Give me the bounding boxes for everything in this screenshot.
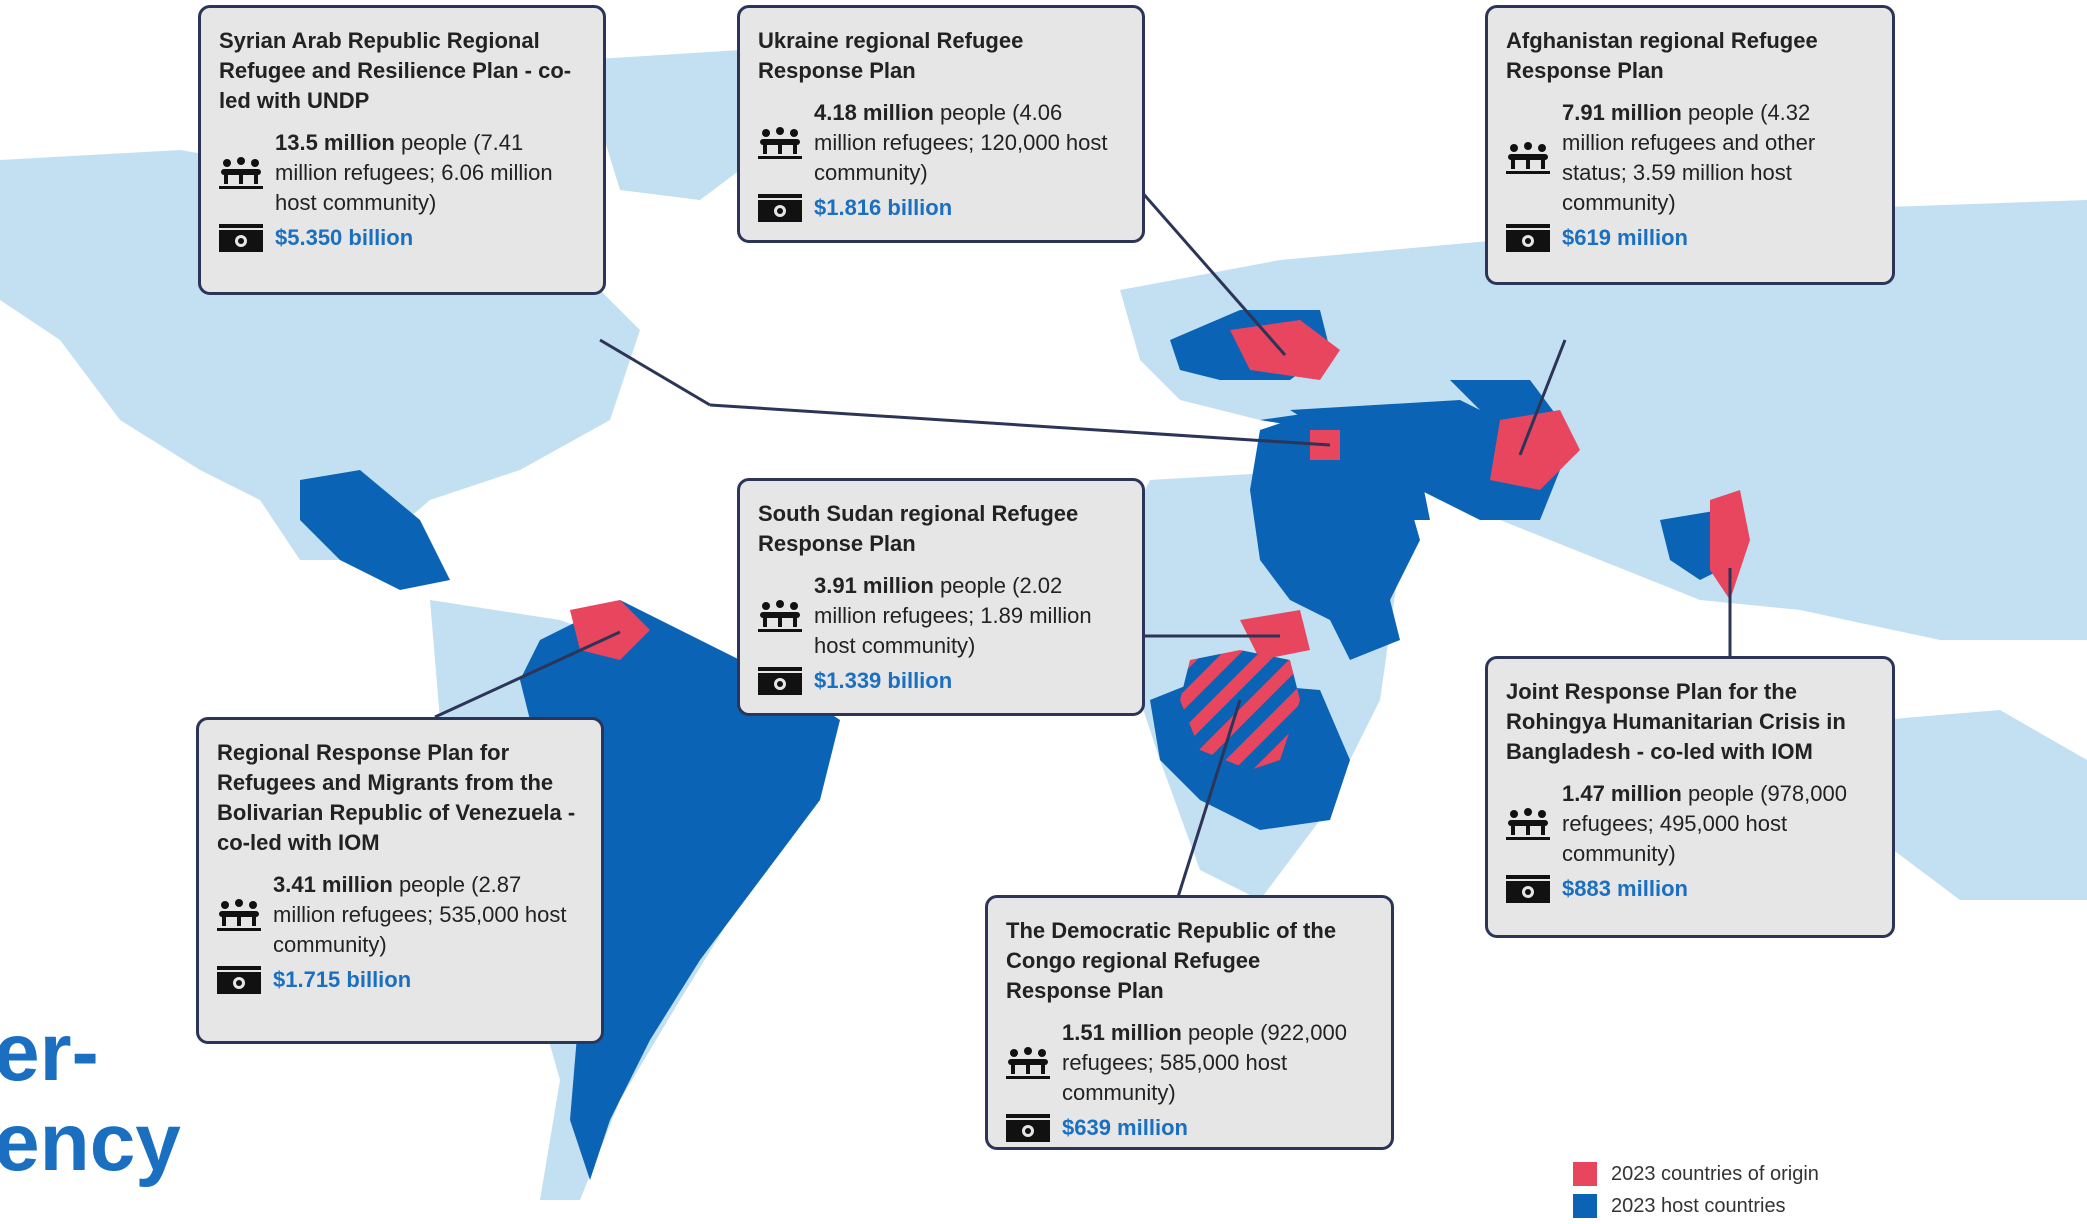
people-stats: 1.51 million people (922,000 refugees; 5… — [1006, 1018, 1371, 1108]
map-legend: 2023 countries of origin 2023 host count… — [1573, 1158, 1819, 1222]
money-icon — [1506, 875, 1550, 903]
funding-row: $1.715 billion — [217, 966, 581, 994]
page-title-line-2: ency — [0, 1097, 181, 1188]
money-icon — [758, 667, 802, 695]
people-stats: 1.47 million people (978,000 refugees; 4… — [1506, 779, 1872, 869]
plan-card-drc[interactable]: The Democratic Republic of the Congo reg… — [985, 895, 1394, 1150]
people-detail: people (7.41 million refugees; 6.06 mill… — [275, 130, 553, 215]
people-value: 7.91 million — [1562, 100, 1682, 125]
people-icon — [1506, 808, 1550, 840]
money-icon — [1006, 1114, 1050, 1142]
people-value: 1.47 million — [1562, 781, 1682, 806]
funding-row: $1.816 billion — [758, 194, 1122, 222]
people-text: 1.47 million people (978,000 refugees; 4… — [1562, 779, 1872, 869]
people-icon — [1006, 1047, 1050, 1079]
people-icon — [217, 899, 261, 931]
funding-row: $5.350 billion — [219, 224, 583, 252]
people-detail: people (2.02 million refugees; 1.89 mill… — [814, 573, 1092, 658]
people-stats: 7.91 million people (4.32 million refuge… — [1506, 98, 1872, 218]
funding-amount: $5.350 billion — [275, 225, 414, 250]
plan-card-ukraine[interactable]: Ukraine regional Refugee Response Plan 4… — [737, 5, 1145, 243]
plan-title: Regional Response Plan for Refugees and … — [217, 740, 576, 855]
people-stats: 13.5 million people (7.41 million refuge… — [219, 128, 583, 218]
page-title-fragment: er- ency — [0, 1008, 181, 1188]
people-text: 3.41 million people (2.87 million refuge… — [273, 870, 581, 960]
people-stats: 3.41 million people (2.87 million refuge… — [217, 870, 581, 960]
legend-label-origin: 2023 countries of origin — [1611, 1162, 1819, 1185]
legend-item-host: 2023 host countries — [1573, 1190, 1819, 1222]
money-icon — [1506, 224, 1550, 252]
money-icon — [217, 966, 261, 994]
plan-title: Joint Response Plan for the Rohingya Hum… — [1506, 679, 1846, 764]
funding-amount: $1.715 billion — [273, 967, 412, 992]
plan-card-venezuela[interactable]: Regional Response Plan for Refugees and … — [196, 717, 604, 1044]
people-value: 3.41 million — [273, 872, 393, 897]
funding-row: $883 million — [1506, 875, 1872, 903]
leader-lines — [434, 189, 1732, 898]
people-detail: people (922,000 refugees; 585,000 host c… — [1062, 1020, 1347, 1105]
legend-label-host: 2023 host countries — [1611, 1194, 1786, 1217]
funding-amount: $883 million — [1562, 876, 1688, 901]
plan-card-south-sudan[interactable]: South Sudan regional Refugee Response Pl… — [737, 478, 1145, 716]
people-value: 1.51 million — [1062, 1020, 1182, 1045]
people-icon — [758, 600, 802, 632]
funding-row: $1.339 billion — [758, 667, 1122, 695]
people-text: 4.18 million people (4.06 million refuge… — [814, 98, 1122, 188]
plan-title: The Democratic Republic of the Congo reg… — [1006, 918, 1337, 1003]
people-stats: 3.91 million people (2.02 million refuge… — [758, 571, 1122, 661]
funding-amount: $639 million — [1062, 1115, 1188, 1140]
plan-card-rohingya[interactable]: Joint Response Plan for the Rohingya Hum… — [1485, 656, 1895, 938]
plan-title: Ukraine regional Refugee Response Plan — [758, 28, 1024, 83]
people-icon — [758, 127, 802, 159]
people-text: 13.5 million people (7.41 million refuge… — [275, 128, 583, 218]
funding-amount: $1.339 billion — [814, 668, 953, 693]
people-text: 7.91 million people (4.32 million refuge… — [1562, 98, 1872, 218]
money-icon — [758, 194, 802, 222]
page-title-line-1: er- — [0, 1007, 99, 1098]
people-value: 3.91 million — [814, 573, 934, 598]
people-value: 4.18 million — [814, 100, 934, 125]
plan-title: Syrian Arab Republic Regional Refugee an… — [219, 28, 572, 113]
drc-striped-region — [1180, 650, 1300, 770]
money-icon — [219, 224, 263, 252]
people-detail: people (2.87 million refugees; 535,000 h… — [273, 872, 567, 957]
people-detail: people (4.06 million refugees; 120,000 h… — [814, 100, 1108, 185]
plan-card-syria[interactable]: Syrian Arab Republic Regional Refugee an… — [198, 5, 606, 295]
legend-item-origin: 2023 countries of origin — [1573, 1158, 1819, 1190]
people-stats: 4.18 million people (4.06 million refuge… — [758, 98, 1122, 188]
plan-title: Afghanistan regional Refugee Response Pl… — [1506, 28, 1818, 83]
people-text: 3.91 million people (2.02 million refuge… — [814, 571, 1122, 661]
people-value: 13.5 million — [275, 130, 395, 155]
plan-title: South Sudan regional Refugee Response Pl… — [758, 501, 1079, 556]
people-icon — [1506, 142, 1550, 174]
origin-swatch — [1573, 1162, 1597, 1186]
plan-card-afghanistan[interactable]: Afghanistan regional Refugee Response Pl… — [1485, 5, 1895, 285]
funding-row: $639 million — [1006, 1114, 1371, 1142]
funding-row: $619 million — [1506, 224, 1872, 252]
people-detail: people (4.32 million refugees and other … — [1562, 100, 1816, 215]
host-swatch — [1573, 1194, 1597, 1218]
people-detail: people (978,000 refugees; 495,000 host c… — [1562, 781, 1847, 866]
people-icon — [219, 157, 263, 189]
funding-amount: $619 million — [1562, 225, 1688, 250]
funding-amount: $1.816 billion — [814, 195, 953, 220]
people-text: 1.51 million people (922,000 refugees; 5… — [1062, 1018, 1371, 1108]
